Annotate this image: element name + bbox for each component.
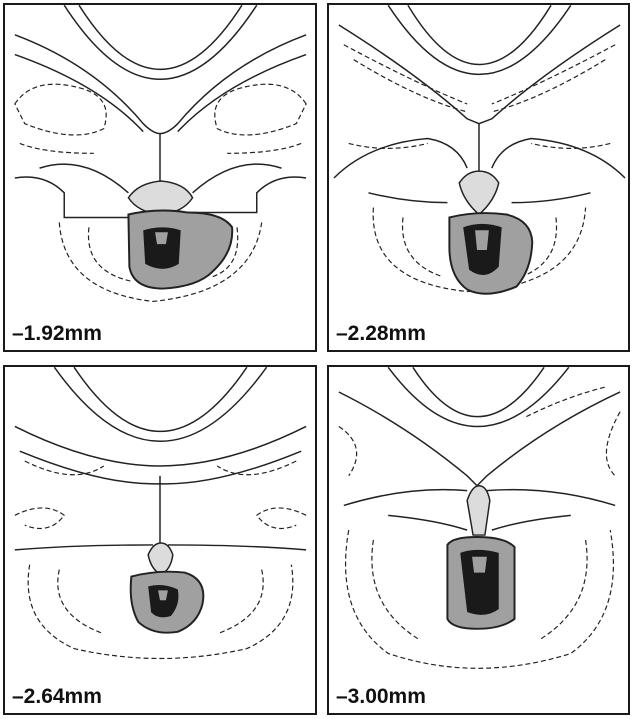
cortex-arc	[15, 426, 306, 465]
section-depth-label: –1.92mm	[12, 323, 102, 344]
section-depth-label: –2.64mm	[12, 686, 102, 707]
hippocampus-outline	[606, 412, 620, 476]
thalamus-outline	[388, 515, 467, 530]
section-depth-label: –2.28mm	[336, 323, 426, 344]
cortex-arc	[74, 367, 247, 431]
nucleus-outline	[403, 217, 443, 276]
section-panel-2: –2.28mm	[327, 3, 630, 352]
lesion-core-notch	[472, 557, 487, 573]
thalamus-outline	[512, 193, 591, 203]
section-panel-4: –3.00mm	[327, 365, 630, 715]
brain-section-drawing	[329, 5, 628, 350]
thalamus-outline	[492, 515, 571, 530]
hippocampus-outline	[526, 387, 605, 417]
thalamus-outline	[168, 545, 306, 550]
thalamus-outline	[193, 177, 307, 213]
hippocampus-outline	[492, 139, 625, 178]
brain-section-drawing	[5, 5, 315, 350]
hippocampus-outline	[227, 143, 301, 153]
nucleus-outline	[541, 540, 587, 639]
cortex-arc	[54, 367, 266, 441]
cortex-arc	[388, 367, 569, 426]
hippocampus-outline	[339, 427, 357, 476]
nucleus-outline	[372, 540, 418, 639]
section-panel-1: –1.92mm	[3, 3, 317, 352]
lesion-outer	[128, 210, 232, 288]
cortex-arc	[339, 392, 620, 486]
cortex-arc	[64, 5, 257, 79]
thalamus-outline	[15, 177, 129, 217]
lesion-core-notch	[155, 232, 168, 244]
thalamus-outline	[40, 164, 129, 193]
nucleus-outline	[88, 227, 133, 281]
hippocampus-outline	[20, 143, 94, 153]
third-ventricle	[128, 181, 192, 215]
cortex-arc	[79, 5, 242, 69]
lesion-core-notch	[475, 230, 489, 250]
third-ventricle	[467, 486, 490, 535]
section-depth-label: –3.00mm	[336, 686, 426, 707]
hippocampus-outline	[15, 84, 106, 135]
hippocampus-outline	[334, 139, 467, 178]
cortex-arc	[487, 490, 615, 506]
thalamus-outline	[193, 164, 282, 193]
cortex-arc	[408, 5, 551, 64]
hippocampus-outline	[15, 508, 64, 529]
nucleus-outline	[217, 570, 263, 634]
section-panel-3: –2.64mm	[3, 365, 317, 715]
thalamus-outline	[15, 545, 153, 550]
brain-section-drawing	[5, 367, 315, 713]
hippocampus-outline	[215, 84, 306, 135]
third-ventricle	[459, 171, 498, 214]
hippocampus-outline	[257, 508, 306, 529]
cortex-arc	[344, 490, 467, 506]
thalamus-outline	[368, 193, 447, 203]
third-ventricle	[148, 543, 173, 575]
brain-section-drawing	[329, 367, 628, 713]
nucleus-outline	[58, 570, 104, 634]
cortex-arc	[413, 367, 544, 416]
